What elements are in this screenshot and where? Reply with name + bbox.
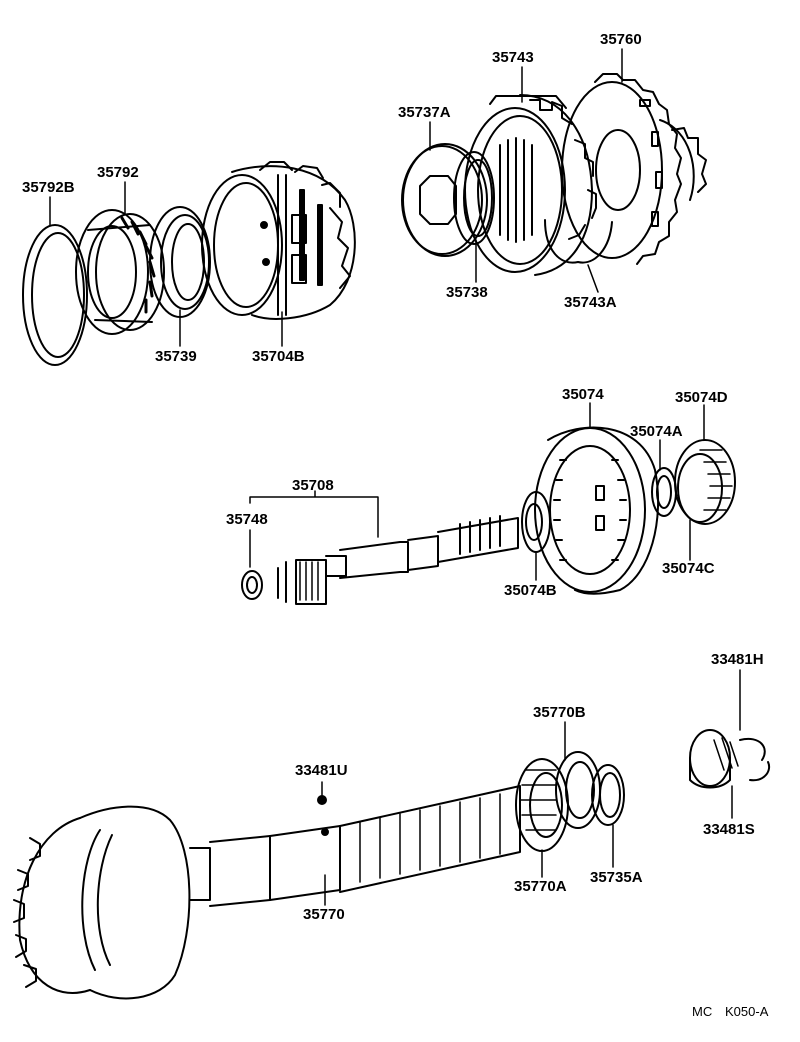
label-35792b[interactable]: 35792B	[22, 179, 75, 196]
part-33481u-ball[interactable]	[317, 795, 327, 805]
label-35074c[interactable]: 35074C	[662, 560, 715, 577]
part-35738-bearing[interactable]	[453, 151, 495, 245]
label-35743a[interactable]: 35743A	[564, 294, 617, 311]
label-35760[interactable]: 35760	[600, 31, 642, 48]
part-35743a-snap-ring[interactable]	[544, 219, 613, 264]
diagram-code-prefix: MC	[692, 1004, 713, 1019]
label-35735a[interactable]: 35735A	[590, 869, 643, 886]
part-35739-race[interactable]	[149, 206, 211, 318]
label-35743[interactable]: 35743	[492, 49, 534, 66]
part-35770b-race[interactable]	[555, 751, 601, 829]
label-35770a[interactable]: 35770A	[514, 878, 567, 895]
part-35770a-bearing[interactable]	[515, 758, 569, 852]
part-35792-bearing[interactable]	[75, 209, 165, 335]
part-35074a-race[interactable]	[651, 467, 677, 517]
label-35770[interactable]: 35770	[303, 906, 345, 923]
part-35708-shaft[interactable]	[277, 515, 519, 605]
label-35708[interactable]: 35708	[292, 477, 334, 494]
label-35792[interactable]: 35792	[97, 164, 139, 181]
part-35074-ring-gear[interactable]	[534, 426, 659, 595]
label-35074b[interactable]: 35074B	[504, 582, 557, 599]
diagram-code: K050-A	[725, 1004, 769, 1019]
label-35770b[interactable]: 35770B	[533, 704, 586, 721]
label-35074a[interactable]: 35074A	[630, 423, 683, 440]
label-35704b[interactable]: 35704B	[252, 348, 305, 365]
part-35770-shaft[interactable]	[13, 785, 521, 1000]
part-35792b-snap-ring[interactable]	[22, 224, 88, 366]
label-35074[interactable]: 35074	[562, 386, 604, 403]
part-33481s-drive-gear[interactable]	[689, 729, 770, 789]
part-35704b-carrier[interactable]	[201, 161, 356, 320]
leader-lines	[49, 48, 741, 906]
label-35738[interactable]: 35738	[446, 284, 488, 301]
label-35737a[interactable]: 35737A	[398, 104, 451, 121]
label-35074d[interactable]: 35074D	[675, 389, 728, 406]
label-33481s[interactable]: 33481S	[703, 821, 755, 838]
part-35743-clutch-drum[interactable]	[464, 94, 597, 276]
label-35748[interactable]: 35748	[226, 511, 268, 528]
part-35735a-snap-ring[interactable]	[591, 764, 625, 826]
label-33481h[interactable]: 33481H	[711, 651, 764, 668]
part-35748-washer[interactable]	[241, 570, 263, 600]
part-35760-drum[interactable]	[561, 73, 707, 265]
label-33481u[interactable]: 33481U	[295, 762, 348, 779]
part-35074d-bearing[interactable]	[674, 439, 736, 525]
label-35739[interactable]: 35739	[155, 348, 197, 365]
